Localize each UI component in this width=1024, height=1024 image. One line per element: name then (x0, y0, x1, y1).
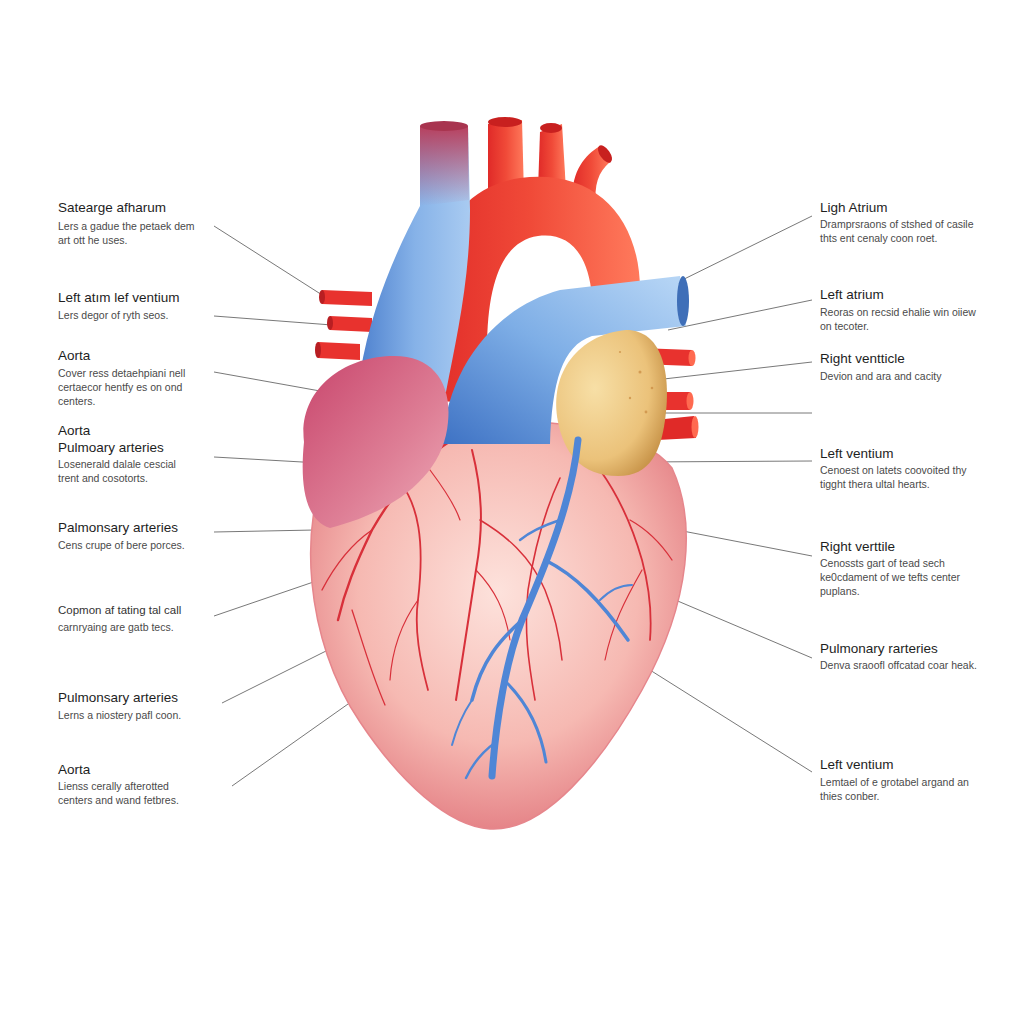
part-name: Pulmoary arteries (58, 440, 218, 456)
part-name: Left atım lef ventium (58, 290, 218, 306)
coronary-artery (400, 482, 428, 690)
coronary-vein (492, 440, 578, 776)
vessel-opening (327, 316, 333, 330)
vessel-stub (322, 290, 372, 306)
coronary-artery (456, 450, 481, 700)
coronary-artery (430, 470, 460, 520)
vena-cava (360, 126, 470, 392)
atrium (303, 356, 449, 528)
vessel-stub (318, 342, 360, 360)
leader-line (642, 665, 812, 772)
coronary-vein (472, 620, 522, 700)
coronary-artery (322, 530, 372, 590)
vena-cava-shade (420, 126, 469, 206)
part-note: Lemtael of e grotabel argand an thies co… (820, 775, 980, 803)
part-note: Denva sraoofl offcatad coar heak. (820, 658, 980, 672)
vessel-opening (689, 350, 696, 366)
part-note: Lienss cerally afterotted centers and wa… (58, 779, 198, 807)
leader-line (668, 216, 812, 287)
leader-line (214, 316, 345, 326)
vessel-opening (687, 392, 694, 410)
coronary-vein (545, 560, 628, 640)
pulmonary-vein-stubs (315, 290, 372, 360)
part-note: carnryaing are gatb tecs. (58, 620, 198, 634)
part-name: Copmon af tating tal call (58, 603, 218, 617)
part-note: Reoras on recsid ehalie win oiiew on tec… (820, 305, 980, 333)
part-note: Cenoest on latets coovoited thy tigght t… (820, 463, 980, 491)
coronary-vein (600, 585, 632, 600)
part-name: Right verttile (820, 539, 990, 555)
part-name: Ligh Atrium (820, 200, 990, 216)
vessel-opening (595, 143, 615, 165)
part-note: Lers a gadue the petaek dem art ott he u… (58, 219, 198, 247)
part-note: Lers degor of ryth seos. (58, 308, 198, 322)
vessel-opening (692, 416, 699, 438)
part-name: Satearge afharum (58, 200, 218, 216)
leader-line (655, 413, 812, 414)
part-name: Pulmonsary arteries (58, 690, 218, 706)
part-name: Right ventticle (820, 351, 990, 367)
vessel-opening (540, 123, 562, 133)
part-note: Lerns a niostery pafl coon. (58, 708, 198, 722)
coronary-vein (504, 680, 546, 762)
coronary-veins (452, 440, 632, 778)
leader-line (214, 226, 330, 300)
part-name: Aorta (58, 762, 218, 778)
part-name: Aorta (58, 348, 218, 364)
coronary-vein (520, 520, 560, 540)
leader-line (214, 577, 328, 616)
leader-line (214, 530, 315, 532)
vessel-opening (315, 342, 321, 358)
part-note: Cover ress detaehpiani nell certaecor he… (58, 366, 198, 409)
part-note: Devion and ara and cacity (820, 369, 980, 383)
coronary-vein (466, 742, 496, 778)
vessel-opening (319, 290, 325, 304)
coronary-vein (452, 700, 472, 745)
part-name: Left ventium (820, 757, 990, 773)
vessel-opening (488, 117, 522, 127)
coronary-artery (630, 520, 672, 560)
part-name: Pulmonary rarteries (820, 641, 990, 657)
appendage-texture (619, 351, 653, 414)
part-note: Dramprsraons of stshed of casile thts en… (820, 217, 980, 245)
coronary-artery (476, 570, 510, 640)
coronary-artery (352, 610, 385, 705)
part-name: Palmonsary arteries (58, 520, 218, 536)
part-name: Left atrium (820, 287, 990, 303)
vessel-stub (330, 316, 372, 332)
leader-line (668, 300, 812, 330)
part-note: Cenossts gart of tead sech ke0cdament of… (820, 556, 980, 599)
coronary-artery (390, 600, 418, 680)
part-note: Cens crupe of bere porces. (58, 538, 198, 552)
part-name: Left ventium (820, 446, 990, 462)
vessel-opening (677, 276, 689, 326)
vessel-opening (420, 121, 468, 131)
part-name: Aorta (58, 423, 218, 439)
part-note: Losenerald dalale cescial trent and coso… (58, 457, 198, 485)
